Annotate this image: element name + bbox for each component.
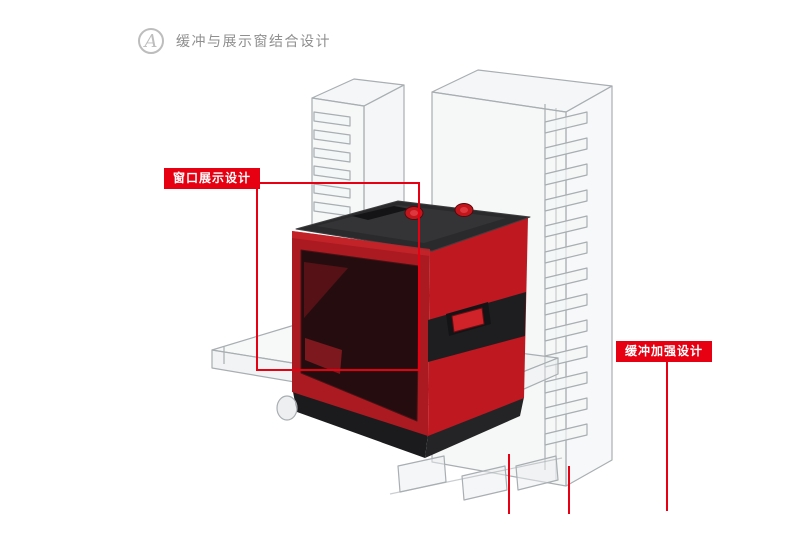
label-window-display: 窗口展示设计 bbox=[164, 168, 261, 189]
power-switch bbox=[451, 307, 485, 333]
section-header: A 缓冲与展示窗结合设计 bbox=[138, 28, 331, 54]
badge-letter: A bbox=[144, 30, 158, 52]
laser-level-device bbox=[292, 200, 531, 458]
top-slab-ribs bbox=[313, 111, 351, 217]
section-title: 缓冲与展示窗结合设计 bbox=[176, 33, 331, 49]
annotation-line-buffer-bottom-1 bbox=[508, 454, 510, 514]
annotation-line-buffer-right bbox=[666, 361, 668, 511]
right-slab-ribs bbox=[544, 111, 588, 446]
annotation-box-window-display bbox=[256, 182, 420, 371]
annotation-line-buffer-bottom-2 bbox=[568, 466, 570, 514]
circle-a-icon: A bbox=[138, 28, 164, 54]
laser-window bbox=[300, 249, 420, 422]
label-buffer-reinforce: 缓冲加强设计 bbox=[616, 341, 713, 362]
packaging-front bbox=[276, 395, 563, 501]
